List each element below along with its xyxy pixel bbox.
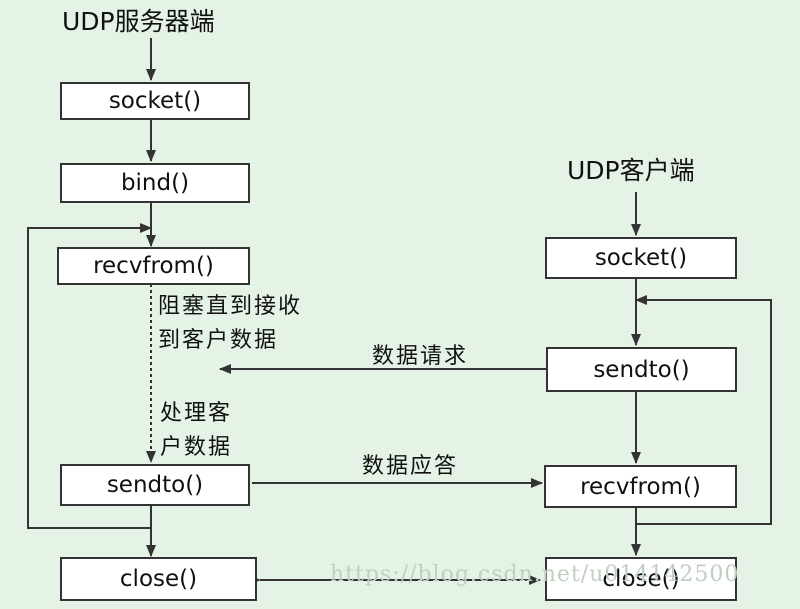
client-sendto-box: sendto() [546, 347, 737, 392]
request-label: 数据请求 [372, 344, 469, 369]
client-socket-box: socket() [545, 237, 737, 279]
server-title: UDP服务器端 [62, 7, 215, 36]
server-close-box: close() [60, 557, 257, 601]
server-socket-box: socket() [60, 82, 250, 120]
response-label: 数据应答 [362, 454, 459, 479]
watermark-text: https://blog.csdn.net/u014142500 [330, 562, 740, 587]
client-recvfrom-box: recvfrom() [544, 465, 737, 508]
server-loop-arrow [27, 223, 152, 529]
client-title: UDP客户端 [567, 156, 695, 185]
client-close-box: close() [545, 557, 737, 601]
server-bind-box: bind() [60, 163, 250, 203]
process-note-line-1: 处理客 [160, 401, 233, 426]
server-recvfrom-box: recvfrom() [57, 247, 250, 285]
client-loop-arrow [635, 295, 772, 525]
blocking-note-line-1: 阻塞直到接收 [158, 294, 303, 319]
server-sendto-box: sendto() [60, 464, 250, 506]
process-note-line-2: 户数据 [160, 435, 233, 460]
blocking-note: 阻塞直到接收 到客户数据 [158, 290, 302, 358]
process-note: 处理客 户数据 [160, 397, 232, 465]
blocking-note-line-2: 到客户数据 [158, 328, 279, 353]
